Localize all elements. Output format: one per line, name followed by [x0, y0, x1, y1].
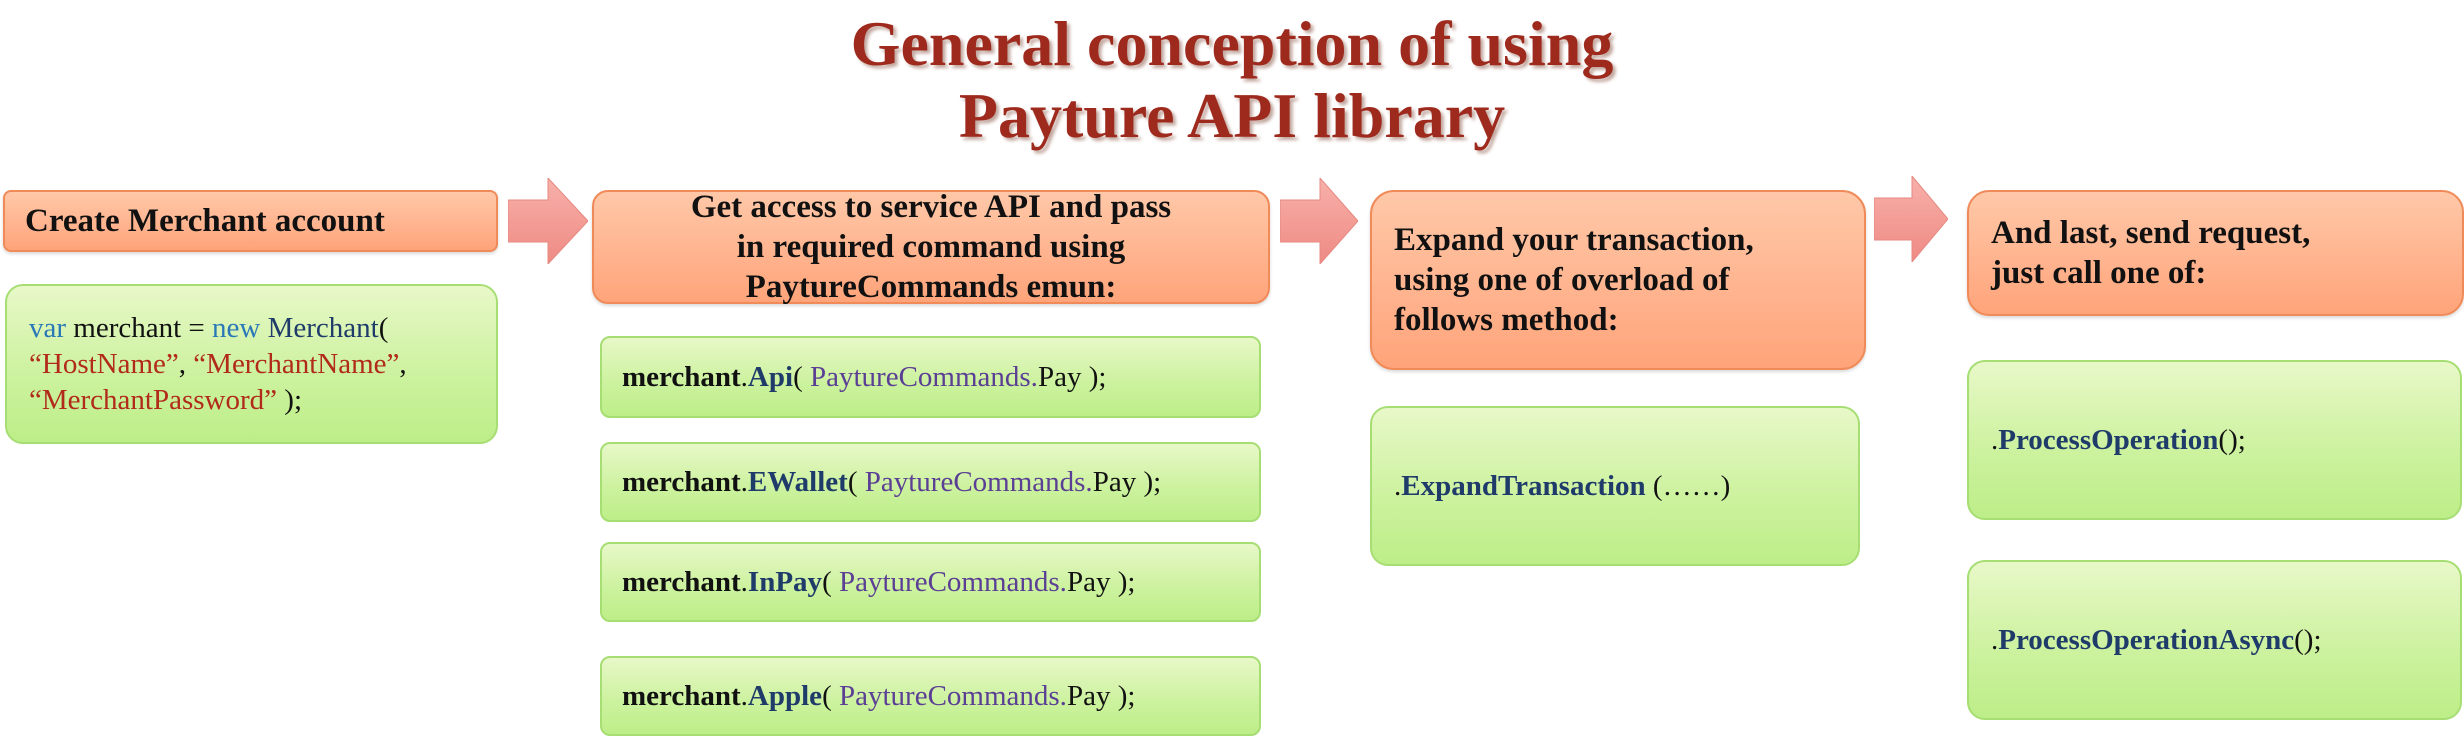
- step1-heading: Create Merchant account: [25, 203, 385, 239]
- method-ewallet: EWallet: [747, 466, 848, 498]
- step4-heading-line-2: just call one of:: [1991, 255, 2207, 291]
- method-processoperation: ProcessOperation: [1998, 424, 2219, 456]
- method-apple: Apple: [747, 680, 823, 712]
- step1-code-box: var merchant = new Merchant( “HostName”,…: [5, 284, 498, 444]
- step2-heading-line-2: in required command using: [736, 229, 1126, 265]
- step4-heading-line-1: And last, send request,: [1991, 215, 2311, 251]
- code-arg-hostname: “HostName”: [29, 348, 179, 380]
- step3-heading-box: Expand your transaction, using one of ov…: [1370, 190, 1866, 370]
- code-equals: =: [181, 312, 213, 344]
- step4-item-processoperation: .ProcessOperation();: [1967, 360, 2462, 520]
- title-line-2: Payture API library: [958, 80, 1506, 151]
- arrow-right-icon: [1280, 178, 1358, 264]
- step3-heading: Expand your transaction, using one of ov…: [1394, 220, 1754, 340]
- step4-item-processoperationasync: .ProcessOperationAsync();: [1967, 560, 2462, 720]
- step2-heading-box: Get access to service API and pass in re…: [592, 187, 1270, 307]
- code-close: );: [277, 384, 302, 416]
- step2-heading-line-1: Get access to service API and pass: [690, 189, 1172, 225]
- method-processoperationasync: ProcessOperationAsync: [1998, 624, 2295, 656]
- step2-heading: Get access to service API and pass in re…: [691, 187, 1171, 307]
- title-line-1: General conception of using: [850, 8, 1614, 79]
- method-inpay: InPay: [747, 566, 823, 598]
- step2-item-apple: merchant.Apple( PaytureCommands.Pay );: [600, 656, 1261, 736]
- code-open-paren: (: [378, 312, 389, 344]
- code-arg-merchantname: “MerchantName”: [193, 348, 400, 380]
- arrow-right-icon: [1874, 176, 1948, 262]
- step4-heading-box: And last, send request, just call one of…: [1967, 190, 2464, 316]
- step2-item-inpay: merchant.InPay( PaytureCommands.Pay );: [600, 542, 1261, 622]
- code-keyword-new: new: [212, 312, 261, 344]
- step1-code: var merchant = new Merchant( “HostName”,…: [29, 310, 407, 418]
- step1-heading-box: Create Merchant account: [3, 190, 498, 252]
- code-arg-password: “MerchantPassword”: [29, 384, 278, 416]
- expand-args: (……): [1645, 470, 1731, 502]
- method-api: Api: [747, 361, 794, 393]
- code-keyword-var: var: [29, 312, 67, 344]
- method-expandtransaction: ExpandTransaction: [1401, 470, 1646, 502]
- step3-heading-line-3: follows method:: [1394, 302, 1619, 338]
- step2-heading-line-3: PaytureCommands emun:: [745, 269, 1117, 305]
- step3-heading-line-1: Expand your transaction,: [1394, 222, 1754, 258]
- step3-method-box: .ExpandTransaction (……): [1370, 406, 1860, 566]
- step2-item-ewallet: merchant.EWallet( PaytureCommands.Pay );: [600, 442, 1261, 522]
- code-comma-1: ,: [178, 348, 194, 380]
- code-class-name: Merchant: [267, 312, 379, 344]
- code-comma-2: ,: [399, 348, 407, 380]
- diagram-title: General conception of using Payture API …: [0, 8, 2464, 152]
- code-var-name: merchant: [73, 312, 182, 344]
- step4-heading: And last, send request, just call one of…: [1991, 213, 2310, 293]
- step3-heading-line-2: using one of overload of: [1394, 262, 1730, 298]
- arrow-right-icon: [508, 178, 588, 264]
- step2-item-api: merchant.Api( PaytureCommands.Pay );: [600, 336, 1261, 418]
